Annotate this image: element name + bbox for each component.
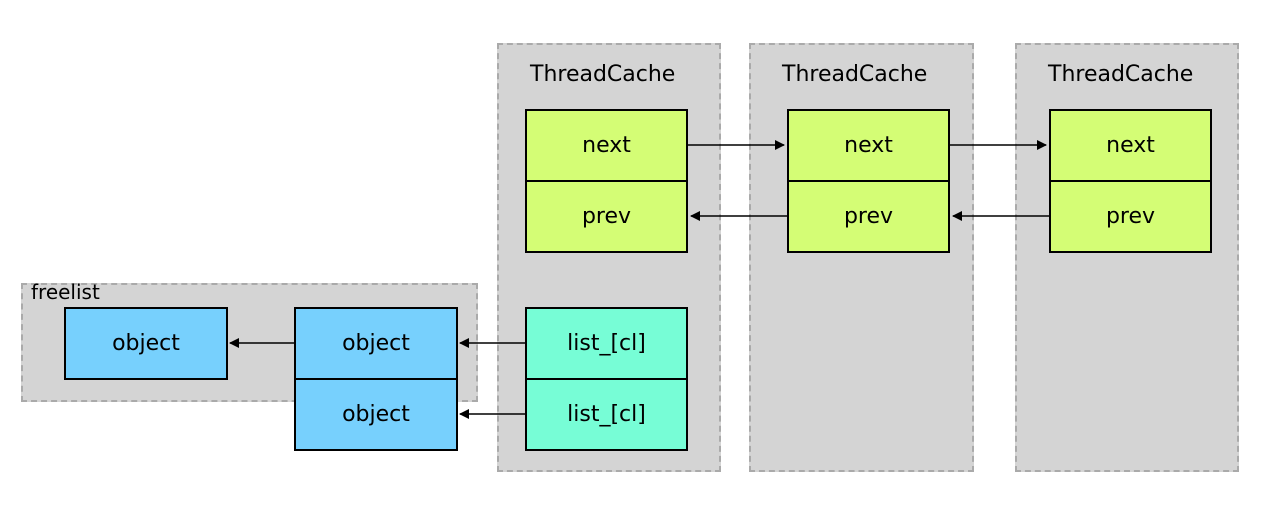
thread-cache-1-title: ThreadCache — [530, 62, 676, 87]
thread-cache-1-list-2: list_[cl] — [525, 378, 688, 451]
thread-cache-2-prev: prev — [787, 180, 950, 253]
freelist-object-head: object — [294, 307, 458, 380]
thread-cache-3-title: ThreadCache — [1048, 62, 1194, 87]
freelist-object-tail: object — [64, 307, 228, 380]
thread-cache-1-prev: prev — [525, 180, 688, 253]
thread-cache-2-next: next — [787, 109, 950, 182]
thread-cache-3-prev: prev — [1049, 180, 1212, 253]
thread-cache-1-list-1: list_[cl] — [525, 307, 688, 380]
thread-cache-3-next: next — [1049, 109, 1212, 182]
freelist-title: freelist — [31, 280, 100, 304]
thread-cache-2-title: ThreadCache — [782, 62, 928, 87]
free-object: object — [294, 378, 458, 451]
